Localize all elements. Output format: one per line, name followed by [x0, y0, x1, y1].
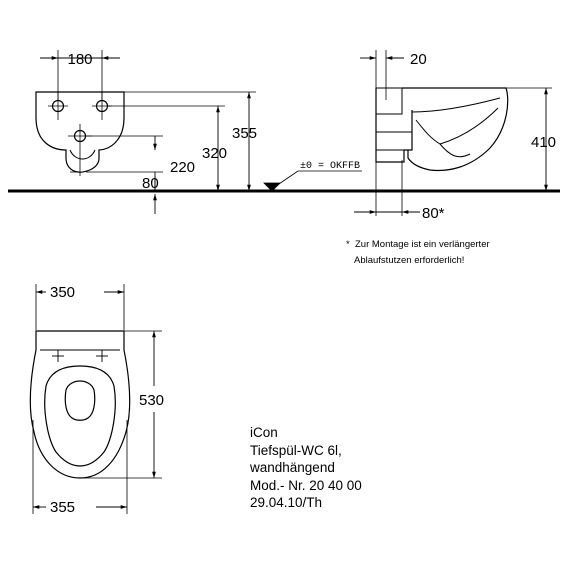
- side-view: [354, 50, 552, 216]
- dim-530: 530: [139, 392, 164, 409]
- dim-355-bottom: 355: [50, 499, 75, 516]
- dim-410: 410: [531, 134, 556, 151]
- floor-level-label: ±0 = OKFFB: [300, 161, 360, 172]
- plan-view: [29, 284, 162, 514]
- product-model-number: Mod.- Nr. 20 40 00: [250, 477, 362, 493]
- footnote-line1: Zur Montage ist ein verlängerter: [355, 239, 490, 250]
- side-frame: [375, 88, 413, 163]
- dim-80: 80: [142, 175, 159, 192]
- dim-220: 220: [170, 159, 195, 176]
- footnote-asterisk: *: [346, 239, 350, 250]
- product-type: Tiefspül-WC 6l,: [250, 442, 342, 458]
- floor-level-marker: [263, 170, 362, 192]
- dim-350: 350: [50, 284, 75, 301]
- footnote-line2: Ablaufstutzen erforderlich!: [354, 255, 464, 266]
- dim-320: 320: [202, 145, 227, 162]
- plan-inner-rim: [44, 365, 116, 467]
- plan-bowl-opening: [64, 380, 96, 421]
- dim-20: 20: [410, 51, 427, 68]
- product-mounting: wandhängend: [250, 460, 335, 475]
- product-info: iCon Tiefspül-WC 6l, wandhängend Mod.- N…: [250, 424, 362, 512]
- front-view: [8, 50, 560, 214]
- drawing-date: 29.04.10/Th: [250, 495, 323, 510]
- dim-180: 180: [67, 51, 92, 68]
- product-name: iCon: [250, 425, 278, 440]
- dim-80-star: 80*: [422, 205, 445, 222]
- dim-355: 355: [232, 125, 257, 142]
- side-bowl-outline: [402, 87, 509, 172]
